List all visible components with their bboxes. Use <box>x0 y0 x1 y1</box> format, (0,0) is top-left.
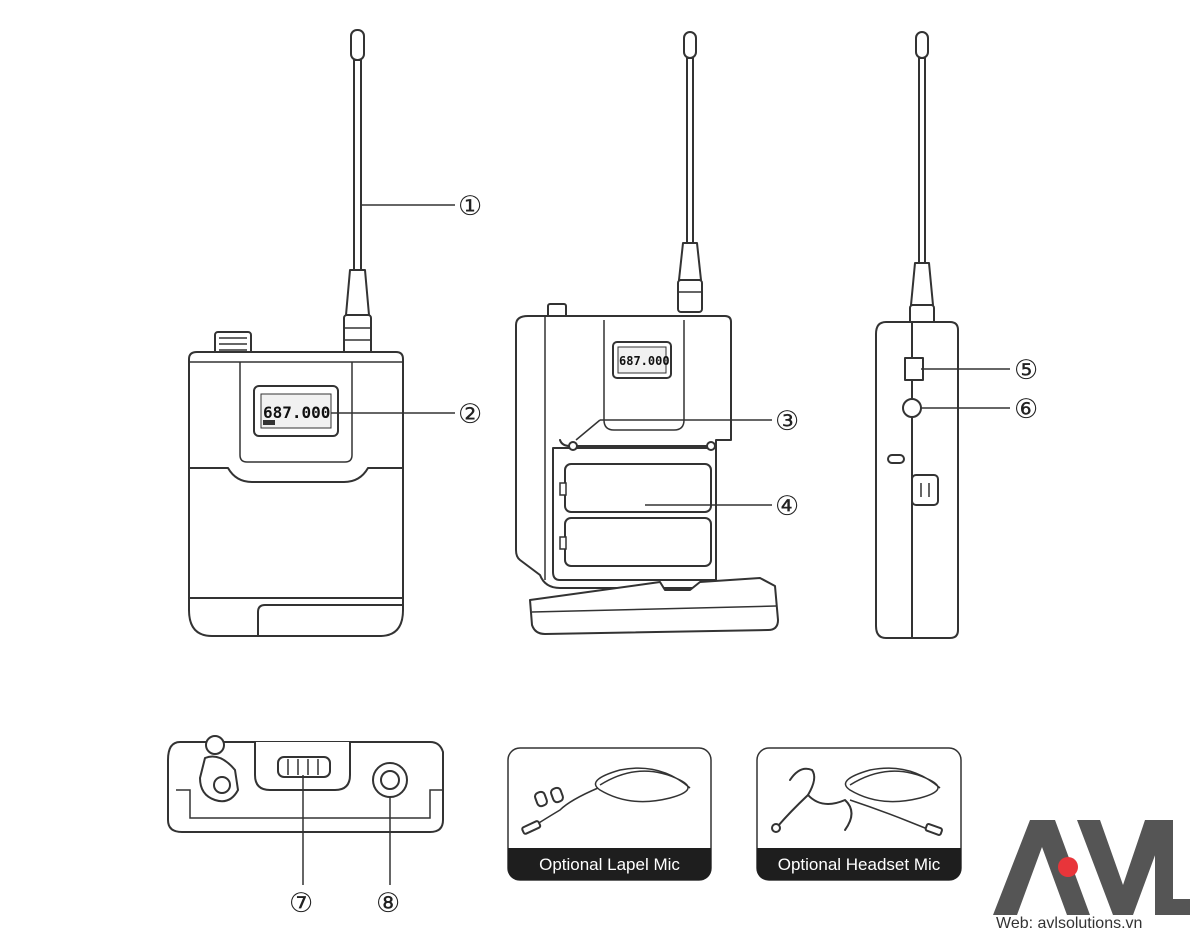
battery-compartment <box>559 463 712 567</box>
headset-mic-label: Optional Headset Mic <box>778 855 941 874</box>
battery-door <box>529 577 779 635</box>
callout-lines <box>302 204 1010 885</box>
top-view <box>167 735 444 833</box>
lapel-mic-icon <box>521 767 691 835</box>
website-label: Web: avlsolutions.vn <box>996 915 1143 932</box>
callout-2: ② <box>458 399 482 430</box>
svg-text:687.000: 687.000 <box>619 354 670 368</box>
lcd-display-angled: 687.000 <box>612 341 672 379</box>
callout-1: ① <box>458 191 482 222</box>
knob <box>214 331 252 357</box>
lcd-channel-angled: 68 <box>619 354 633 368</box>
avl-logo <box>993 820 1190 915</box>
callout-5: ⑤ <box>1014 355 1038 386</box>
front-body <box>188 351 404 637</box>
lcd-display: 687.000 <box>253 385 339 437</box>
antenna-angled <box>677 31 703 313</box>
callout-3: ③ <box>775 406 799 437</box>
lcd-frequency-angled: 7.000 <box>633 354 669 368</box>
logo-red-dot <box>1058 857 1078 877</box>
logo-a-shape <box>993 820 1090 915</box>
front-view: 687.000 <box>188 29 404 637</box>
callout-8: ⑧ <box>376 888 400 919</box>
callouts: ① ② ③ ④ ⑤ ⑥ ⑦ ⑧ <box>289 191 1038 919</box>
headset-mic-card: Optional Headset Mic <box>756 747 962 881</box>
logo-v-shape <box>1077 820 1168 915</box>
callout-6: ⑥ <box>1014 394 1038 425</box>
logo-l-shape <box>1155 820 1190 915</box>
mic-input-jack <box>199 735 239 803</box>
lapel-mic-card: Optional Lapel Mic <box>507 747 712 881</box>
side-view <box>875 31 959 639</box>
power-switch <box>904 357 924 381</box>
callout-7: ⑦ <box>289 888 313 919</box>
lapel-mic-label: Optional Lapel Mic <box>539 855 680 874</box>
callout-4: ④ <box>775 491 799 522</box>
headset-mic-icon <box>771 767 943 836</box>
audio-connector <box>372 762 408 798</box>
angled-view: 687.000 <box>515 31 779 635</box>
svg-text:687.000: 687.000 <box>263 403 330 422</box>
lcd-frequency: 7.000 <box>282 403 330 422</box>
antenna <box>343 29 372 358</box>
antenna-side <box>909 31 935 326</box>
lcd-channel: 68 <box>263 403 282 422</box>
indicator <box>902 398 922 418</box>
